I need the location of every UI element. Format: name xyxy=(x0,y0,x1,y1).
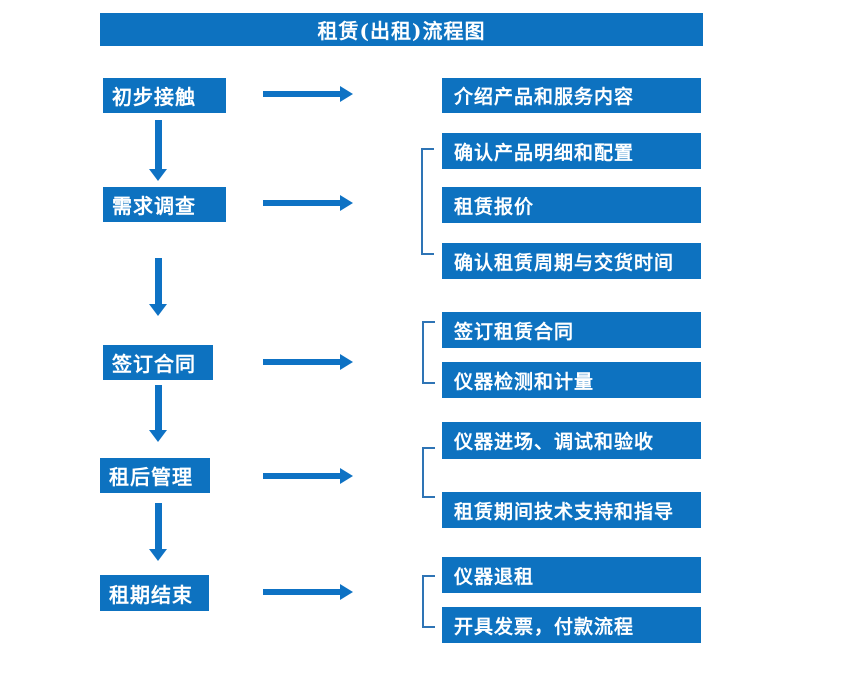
right-arrow-shaft xyxy=(263,359,342,365)
detail-box-invoice-payment: 开具发票，付款流程 xyxy=(442,607,701,643)
step-box-post-rental: 租后管理 xyxy=(100,458,210,493)
detail-box-confirm-period: 确认租赁周期与交货时间 xyxy=(442,243,701,279)
detail-box-introduce-products: 介绍产品和服务内容 xyxy=(442,78,701,113)
down-arrow-head-icon xyxy=(149,169,167,181)
right-arrow xyxy=(263,195,353,211)
step-box-rental-end: 租期结束 xyxy=(100,575,209,611)
group-bracket xyxy=(422,575,435,628)
detail-box-rental-quote: 租赁报价 xyxy=(442,187,701,223)
right-arrow xyxy=(263,468,353,484)
right-arrow xyxy=(263,354,353,370)
group-bracket xyxy=(421,148,434,255)
down-arrow xyxy=(149,385,167,442)
detail-box-instrument-return: 仪器退租 xyxy=(442,557,701,593)
down-arrow-shaft xyxy=(155,120,162,170)
right-arrow-shaft xyxy=(263,473,342,479)
down-arrow-head-icon xyxy=(149,304,167,316)
down-arrow-head-icon xyxy=(149,549,167,561)
step-box-initial-contact: 初步接触 xyxy=(103,78,226,113)
right-arrow xyxy=(263,86,353,102)
detail-box-tech-support: 租赁期间技术支持和指导 xyxy=(442,492,701,528)
flowchart-title: 租赁(出租)流程图 xyxy=(100,13,703,46)
right-arrow-shaft xyxy=(263,91,342,97)
down-arrow-shaft xyxy=(155,258,162,305)
right-arrow-head-icon xyxy=(340,354,353,370)
down-arrow xyxy=(149,258,167,316)
right-arrow-head-icon xyxy=(340,86,353,102)
detail-box-instrument-setup: 仪器进场、调试和验收 xyxy=(442,422,701,459)
detail-box-instrument-testing: 仪器检测和计量 xyxy=(442,362,701,398)
detail-box-confirm-config: 确认产品明细和配置 xyxy=(442,133,701,169)
right-arrow-head-icon xyxy=(340,195,353,211)
group-bracket xyxy=(422,321,435,384)
step-box-demand-survey: 需求调查 xyxy=(103,187,226,222)
right-arrow-shaft xyxy=(263,200,342,206)
detail-box-sign-rental-contract: 签订租赁合同 xyxy=(442,312,701,348)
right-arrow-shaft xyxy=(263,589,342,595)
right-arrow-head-icon xyxy=(340,468,353,484)
down-arrow-shaft xyxy=(155,385,162,431)
right-arrow xyxy=(263,584,353,600)
right-arrow-head-icon xyxy=(340,584,353,600)
down-arrow-head-icon xyxy=(149,430,167,442)
step-box-sign-contract: 签订合同 xyxy=(103,345,213,380)
down-arrow xyxy=(149,120,167,181)
group-bracket xyxy=(422,447,435,498)
down-arrow-shaft xyxy=(155,503,162,550)
down-arrow xyxy=(149,503,167,561)
